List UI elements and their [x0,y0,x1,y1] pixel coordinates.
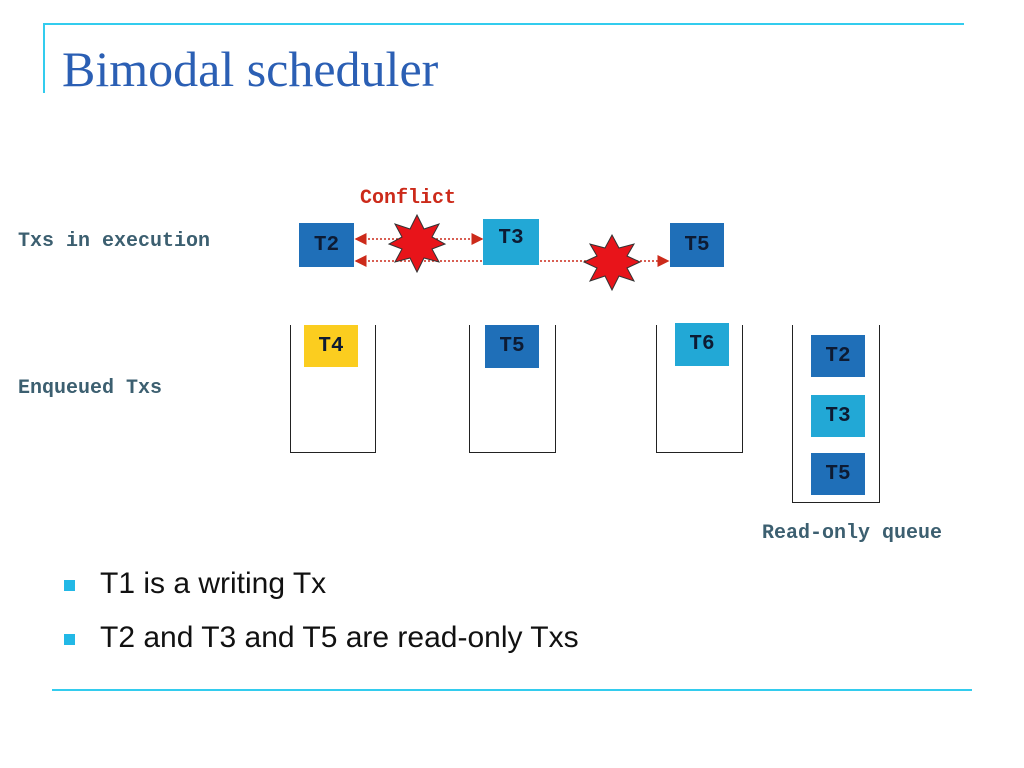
execution-row-label: Txs in execution [18,230,211,253]
conflict-label: Conflict [360,187,457,210]
exec-tx-t3: T3 [483,219,539,265]
exec-tx-t2: T2 [299,223,354,267]
frame-bottom-line [52,689,972,691]
queue-3 [656,325,743,453]
enqueued-row-label: Enqueued Txs [18,377,163,400]
read-only-queue [792,325,880,503]
read-only-queue-label: Read-only queue [762,522,943,545]
queue-2-tx-t5: T5 [485,325,539,368]
queue-3-tx-t6: T6 [675,323,729,366]
queue-1 [290,325,376,453]
read-only-queue-tx-t5: T5 [811,453,865,495]
conflict-burst-icon [387,213,447,274]
queue-1-tx-t4: T4 [304,325,358,367]
bullet-text: T2 and T3 and T5 are read-only Txs [100,621,579,654]
frame-left-line [43,23,45,93]
read-only-queue-tx-t2: T2 [811,335,865,377]
bullet-square-icon [64,580,75,591]
bullet-item: T2 and T3 and T5 are read-only Txs [62,614,579,668]
frame-top-line [43,23,964,25]
bullet-item: T1 is a writing Tx [62,560,579,614]
queue-2 [469,325,556,453]
slide-title: Bimodal scheduler [62,41,439,97]
read-only-queue-tx-t3: T3 [811,395,865,437]
bullet-square-icon [64,634,75,645]
exec-tx-t5: T5 [670,223,724,267]
bullet-text: T1 is a writing Tx [100,567,327,600]
bullet-list: T1 is a writing Tx T2 and T3 and T5 are … [62,560,579,668]
conflict-burst-icon [582,233,642,292]
